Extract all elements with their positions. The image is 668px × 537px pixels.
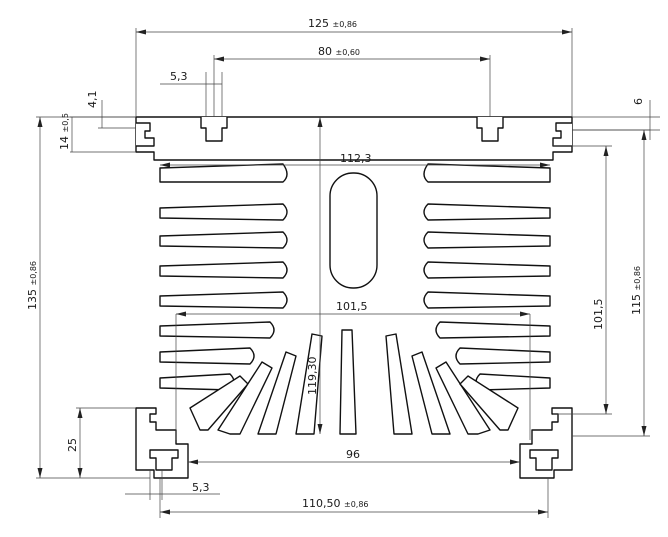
dim-135: 135 ±0,86 — [26, 261, 39, 310]
bottom-slot-left — [149, 449, 179, 471]
dim-4-1: 4,1 — [86, 91, 99, 109]
dim-96: 96 — [346, 448, 360, 461]
dim-112-3: 112,3 — [340, 152, 372, 165]
dim-5-3-top: 5,3 — [170, 70, 188, 83]
side-slot-top-right — [552, 122, 572, 147]
dim-125: 125 ±0,86 — [308, 17, 357, 30]
bottom-slot-right — [529, 449, 559, 471]
dim-101-5-center: 101,5 — [336, 300, 368, 313]
dim-119-30: 119,30 — [306, 357, 319, 396]
dim-25: 25 — [66, 438, 79, 452]
heatsink-profile — [135, 116, 573, 479]
dimension-labels: 125 ±0,86 80 ±0,60 5,3 4,1 14 ±0,5 6 112… — [26, 17, 645, 510]
dimension-lines — [36, 28, 660, 518]
dim-110-50: 110,50 ±0,86 — [302, 497, 369, 510]
center-slot — [329, 172, 378, 289]
top-slot-left — [200, 117, 228, 142]
side-slot-top-left — [136, 122, 155, 147]
top-slot-right — [476, 117, 504, 142]
vertical-fins — [189, 329, 519, 435]
dim-5-3-bottom: 5,3 — [192, 481, 210, 494]
right-fins — [423, 163, 551, 391]
left-fins — [159, 163, 288, 391]
dim-101-5-right: 101,5 — [592, 299, 605, 331]
dim-115: 115 ±0,86 — [630, 266, 643, 315]
dim-80: 80 ±0,60 — [318, 45, 360, 58]
dim-14: 14 ±0,5 — [58, 113, 71, 150]
dim-6: 6 — [632, 98, 645, 105]
